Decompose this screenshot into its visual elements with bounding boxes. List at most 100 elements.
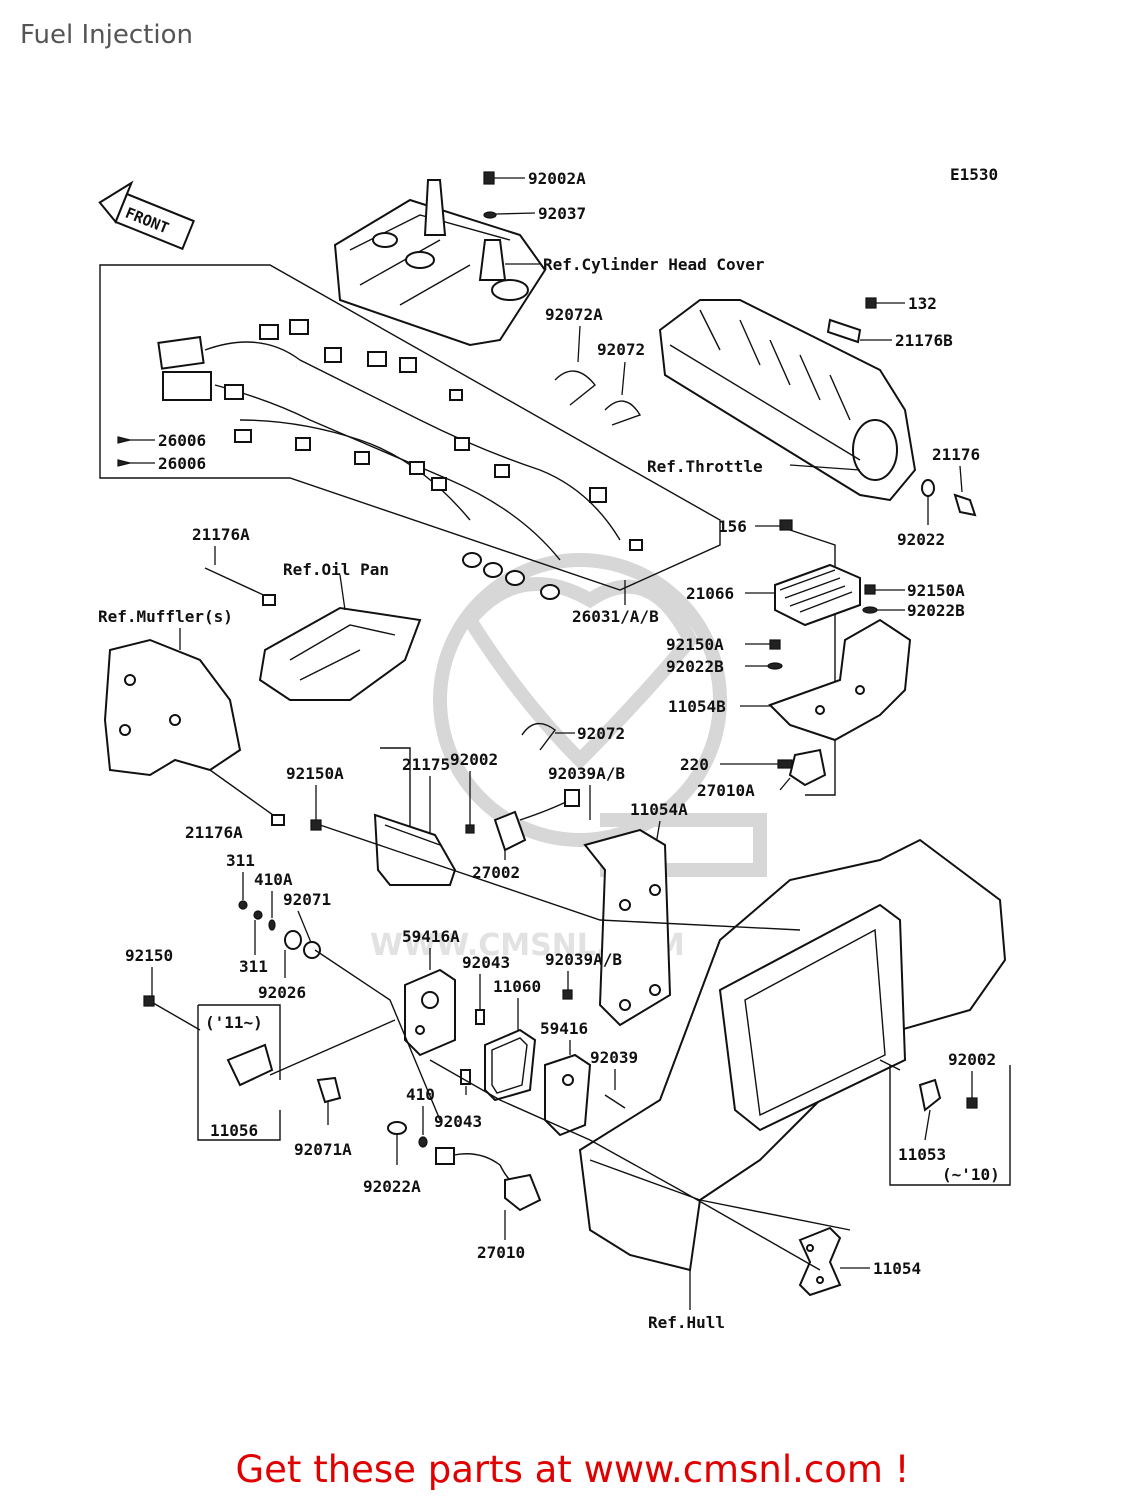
sensor-21176A-a (204, 567, 271, 599)
label-92022B-a: 92022B (907, 601, 965, 620)
label-92039: 92039 (590, 1048, 638, 1067)
clamp-92072-b (521, 722, 556, 751)
label-11060: 11060 (493, 977, 541, 996)
label-92071: 92071 (283, 890, 331, 909)
label-92072-a: 92072 (597, 340, 645, 359)
assembly-line-e (879, 1059, 901, 1071)
grommet-92071A (316, 1076, 342, 1104)
label-92043-a: 92043 (462, 953, 510, 972)
bracket-11053 (918, 1078, 942, 1112)
label-92002A: 92002A (528, 169, 586, 188)
label-220: 220 (680, 755, 709, 774)
label-27010: 27010 (477, 1243, 525, 1262)
sensor-27002 (493, 810, 527, 852)
label-92150A-c: 92150A (286, 764, 344, 783)
bolt-92002-b (966, 1097, 978, 1109)
label-132: 132 (908, 294, 937, 313)
diagram-code: E1530 (950, 165, 998, 184)
label-92071A: 92071A (294, 1140, 352, 1159)
bolt-156 (779, 519, 793, 531)
assembly-line-c (269, 1019, 396, 1076)
grommet-92026 (284, 930, 302, 950)
label-92043-b: 92043 (434, 1112, 482, 1131)
ref-throttle: Ref.Throttle (647, 457, 763, 476)
nut-311-b (253, 910, 263, 920)
note-to-10: (~'10) (942, 1165, 1000, 1184)
bolt-92150 (147, 999, 201, 1031)
washer-92022B-b (767, 662, 783, 670)
hull (578, 838, 1007, 1272)
note-from-11: ('11~) (205, 1013, 263, 1032)
clip-26006-a (117, 436, 131, 444)
grommet-92071 (303, 941, 321, 959)
assembly-line-b (314, 949, 441, 1121)
label-26031: 26031/A/B (572, 607, 659, 626)
label-92150: 92150 (125, 946, 173, 965)
front-arrow-icon: FRONT (98, 180, 195, 251)
washer-92022A (387, 1121, 407, 1135)
bracket-11054A (583, 828, 672, 1027)
washer-92037 (483, 211, 497, 219)
label-11053: 11053 (898, 1145, 946, 1164)
leader-21175-box (380, 747, 411, 835)
clamp-92072-a (604, 400, 642, 426)
bolt-92002A (483, 171, 495, 185)
collar-92043-a (475, 1009, 485, 1025)
label-92022B-b: 92022B (666, 657, 724, 676)
label-21176B: 21176B (895, 331, 953, 350)
exploded-parts-diagram: WWW.CMSNL.COM E1530 FRONT 92002A 92037 R… (98, 165, 1011, 1332)
label-27002: 27002 (472, 863, 520, 882)
label-92002-b: 92002 (948, 1050, 996, 1069)
label-410: 410 (406, 1085, 435, 1104)
ecu-21175 (373, 813, 457, 886)
label-156: 156 (718, 517, 747, 536)
sensor-21176A-b (209, 769, 281, 821)
washer-410 (418, 1136, 428, 1148)
label-21175: 21175 (402, 755, 450, 774)
screw-220 (777, 759, 793, 769)
frame-11056 (197, 1004, 281, 1141)
sensor-27010 (435, 1147, 542, 1212)
label-92039AB-b: 92039A/B (545, 950, 622, 969)
clip-26006-b (117, 459, 131, 467)
label-27010A: 27010A (697, 781, 755, 800)
label-26006-a: 26006 (158, 431, 206, 450)
bracket-11054B (768, 618, 912, 742)
ref-muffler: Ref.Muffler(s) (98, 607, 233, 626)
bolt-92150A-c (310, 819, 322, 831)
label-311-b: 311 (239, 957, 268, 976)
label-410A: 410A (254, 870, 293, 889)
label-11054A: 11054A (630, 800, 688, 819)
throttle-body (658, 299, 917, 502)
o-ring-92022 (921, 479, 935, 497)
bolt-92150A-b (769, 639, 781, 650)
label-21066: 21066 (686, 584, 734, 603)
label-59416: 59416 (540, 1019, 588, 1038)
footer-link[interactable]: Get these parts at www.cmsnl.com ! (235, 1448, 910, 1491)
label-21176A-b: 21176A (185, 823, 243, 842)
label-26006-b: 26006 (158, 454, 206, 473)
label-92150A-b: 92150A (666, 635, 724, 654)
muffler (103, 638, 242, 777)
label-92022: 92022 (897, 530, 945, 549)
label-11054: 11054 (873, 1259, 921, 1278)
oil-pan (258, 606, 422, 701)
label-92026: 92026 (258, 983, 306, 1002)
frame-11053 (889, 1065, 1011, 1186)
regulator-21066 (774, 563, 861, 627)
label-92022A: 92022A (363, 1177, 421, 1196)
bolt-92150A-a (864, 584, 876, 595)
label-92039AB-a: 92039A/B (548, 764, 625, 783)
label-92072A: 92072A (545, 305, 603, 324)
ref-oil-pan: Ref.Oil Pan (283, 560, 389, 579)
label-11056: 11056 (210, 1121, 258, 1140)
wire-harness-group (99, 264, 721, 600)
bolt-92002-a (465, 824, 475, 834)
screw-92039 (604, 1094, 626, 1109)
label-21176: 21176 (932, 445, 980, 464)
cylinder-head-cover (333, 179, 547, 347)
sensor-27010A (788, 748, 827, 787)
clamp-92072A (554, 370, 596, 406)
sensor-21176 (953, 493, 977, 517)
screw-92039AB-b (562, 989, 573, 1000)
